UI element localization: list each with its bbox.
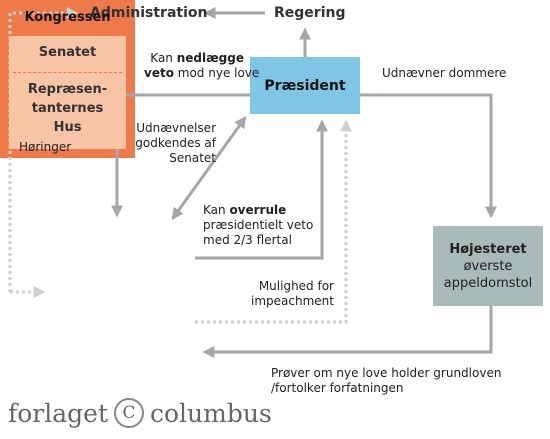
veto-line2-rest: mod nye love — [173, 66, 260, 80]
override-label: Kan overrule præsidentielt veto med 2/3 … — [203, 203, 313, 248]
appointments-line3: Senatet — [169, 151, 216, 165]
president-box: Præsident — [250, 57, 360, 114]
congress-box: Kongressen Senatet Repræsen- tanternes H… — [0, 0, 135, 158]
chamber-divider — [13, 72, 122, 73]
veto-prefix: Kan — [150, 51, 177, 65]
impeachment-label: Mulighed for impeachment — [236, 279, 334, 309]
supreme-court-line1: øverste — [463, 258, 513, 274]
logo-text-left: forlaget — [8, 398, 108, 428]
appointments-line1: Udnævnelser — [136, 121, 216, 135]
house-line1: Repræsen- — [27, 82, 108, 97]
house-line3: Hus — [53, 120, 82, 135]
hearings-label: Høringer — [19, 140, 72, 154]
arrow-president-to-supreme-court — [360, 93, 497, 219]
regering-label: Regering — [274, 5, 346, 21]
review-line1: Prøver om nye love holder grundloven — [271, 366, 502, 380]
president-label: Præsident — [264, 77, 346, 94]
appoints-judges-label: Udnævner dommere — [382, 66, 507, 80]
administration-label: Administration — [90, 5, 208, 21]
supreme-court-box: Højesteret øverste appeldomstol — [433, 226, 543, 306]
override-prefix: Kan — [203, 203, 230, 217]
impeachment-line1: Mulighed for — [258, 279, 334, 293]
override-bold: overrule — [229, 203, 287, 217]
veto-bold: nedlægge — [176, 51, 244, 65]
dotted-arrow-impeachment — [195, 119, 352, 324]
override-line2: præsidentielt veto — [203, 218, 314, 232]
publisher-logo: forlaget C columbus — [8, 398, 272, 428]
appointments-line2: godkendes af — [135, 136, 216, 150]
review-line2: /fortolker forfatningen — [271, 381, 404, 395]
judicial-review-label: Prøver om nye love holder grundloven /fo… — [271, 366, 501, 396]
supreme-court-title: Højesteret — [449, 241, 527, 257]
arrow-appointments-approval — [171, 116, 247, 220]
senate-label: Senatet — [38, 45, 97, 60]
congress-title: Kongressen — [24, 10, 111, 25]
copyright-c-icon: C — [114, 398, 144, 428]
house-line2: tanternes — [31, 101, 104, 116]
override-line3: med 2/3 flertal — [203, 233, 292, 247]
dotted-arrow-hearings-to-administration — [8, 7, 79, 292]
logo-text-right: columbus — [150, 398, 272, 428]
supreme-court-line2: appeldomstol — [443, 275, 533, 291]
arrow-override-to-president — [195, 119, 328, 260]
congress-chambers: Senatet Repræsen- tanternes Hus — [9, 36, 126, 149]
veto-label: Kan nedlægge veto mod nye love — [144, 51, 259, 81]
appointments-label: Udnævnelser godkendes af Senatet — [123, 121, 216, 166]
house-label: Repræsen- tanternes Hus — [9, 80, 126, 137]
arrow-supreme-court-to-congress — [202, 306, 493, 358]
veto-line2-bold: veto — [144, 66, 174, 80]
impeachment-line2: impeachment — [251, 294, 334, 308]
